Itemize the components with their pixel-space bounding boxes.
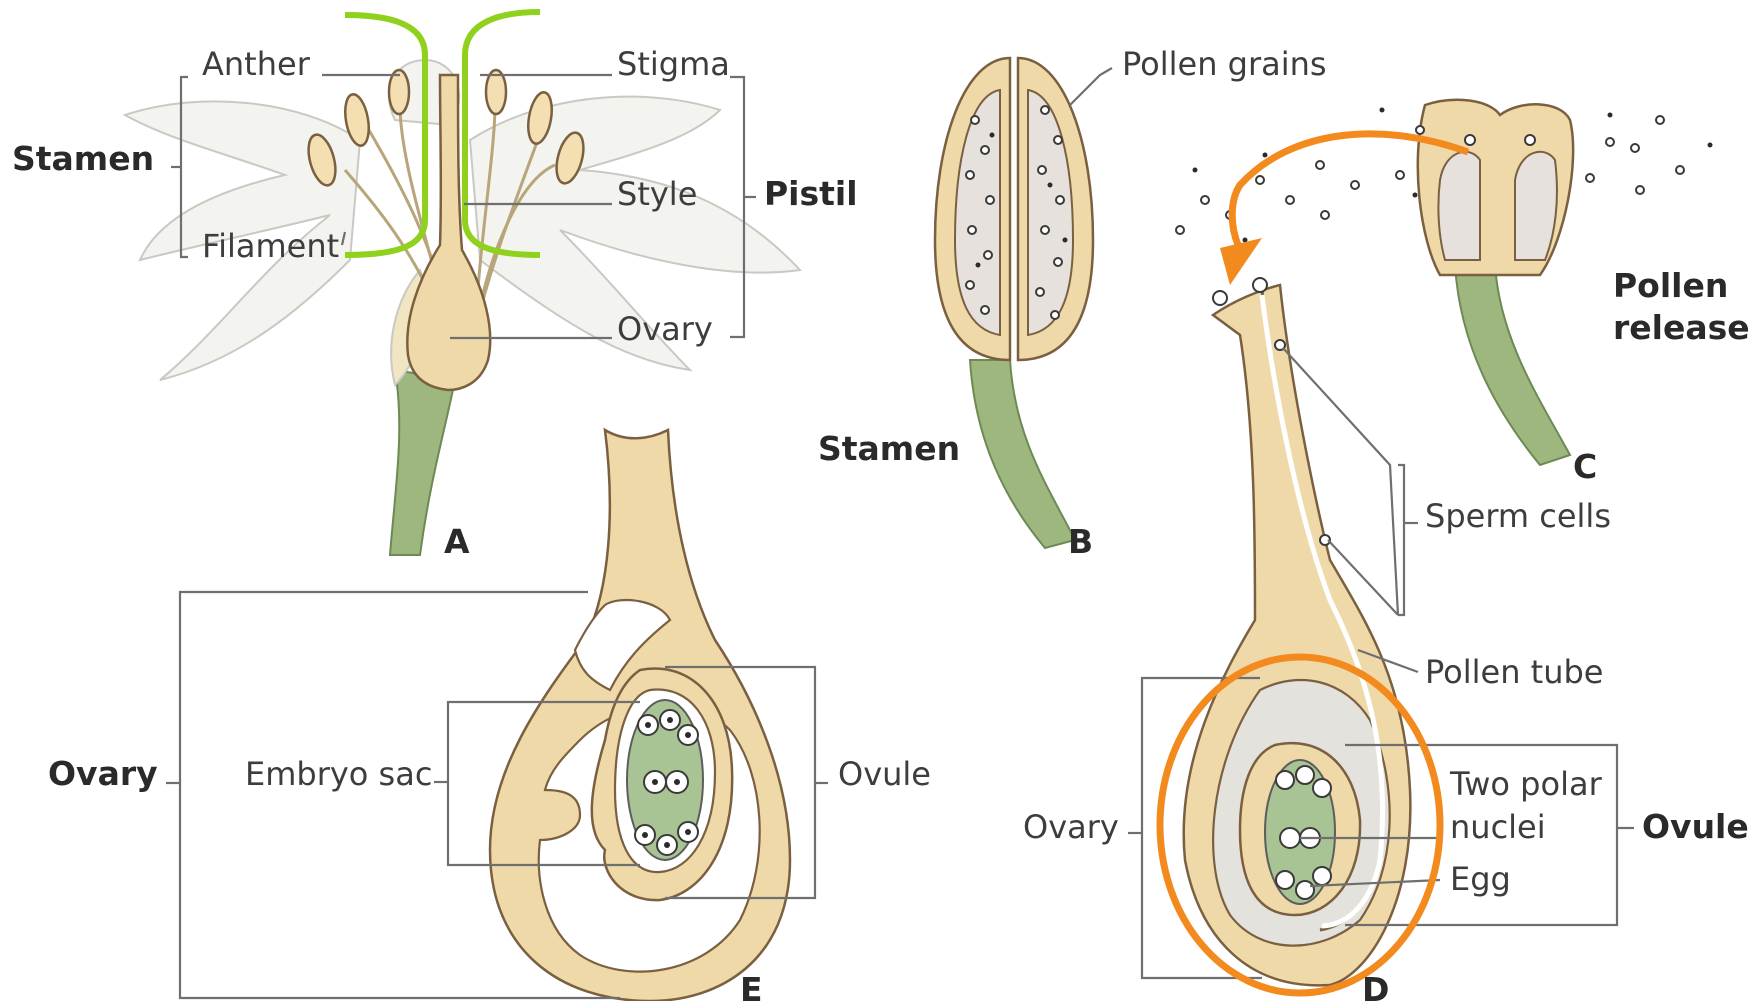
label-ovary-d: Ovary bbox=[1023, 808, 1119, 846]
label-two-polar-nuclei-line1: Two polar bbox=[1449, 765, 1603, 803]
label-ovary-e: Ovary bbox=[48, 754, 158, 793]
stamen-stem-b bbox=[970, 360, 1075, 548]
panel-a-flower: Anther Stigma Stamen Style Pistil Filame… bbox=[12, 12, 858, 561]
pollen-grain-on-stigma-1 bbox=[1213, 291, 1227, 305]
label-style: Style bbox=[617, 175, 697, 213]
pollen-grain-on-stigma-2 bbox=[1253, 278, 1267, 292]
label-sperm-cells: Sperm cells bbox=[1425, 497, 1611, 535]
label-ovule-e: Ovule bbox=[838, 755, 931, 793]
label-pollen-grains: Pollen grains bbox=[1122, 45, 1327, 83]
label-anther: Anther bbox=[202, 45, 311, 83]
stamen-stem-c bbox=[1455, 265, 1570, 465]
label-stamen-a: Stamen bbox=[12, 139, 154, 178]
label-stigma: Stigma bbox=[617, 45, 730, 83]
panel-e-ovary: Ovary Embryo sac Ovule E bbox=[48, 430, 931, 1001]
panel-letter-d: D bbox=[1362, 970, 1389, 1001]
label-stamen-b: Stamen bbox=[818, 429, 960, 468]
open-sac-right bbox=[1515, 152, 1557, 260]
panel-letter-c: C bbox=[1573, 447, 1597, 486]
label-ovary-a: Ovary bbox=[617, 310, 713, 348]
label-embryo-sac: Embryo sac bbox=[245, 755, 432, 793]
panel-letter-a: A bbox=[444, 522, 470, 561]
label-pollen-tube: Pollen tube bbox=[1425, 653, 1603, 691]
label-pollen-release-line2: release bbox=[1613, 308, 1750, 347]
label-pistil: Pistil bbox=[764, 174, 858, 213]
open-sac-left bbox=[1438, 152, 1480, 260]
label-filament: Filament bbox=[202, 227, 339, 265]
label-two-polar-nuclei-line2: nuclei bbox=[1450, 808, 1546, 846]
panel-letter-b: B bbox=[1068, 522, 1093, 561]
label-egg: Egg bbox=[1450, 860, 1511, 898]
label-ovule-d: Ovule bbox=[1642, 807, 1749, 846]
panel-d-fertilization: Sperm cells Pollen tube Two polar nuclei… bbox=[1023, 278, 1749, 1001]
panel-letter-e: E bbox=[740, 970, 763, 1001]
label-pollen-release-line1: Pollen bbox=[1613, 266, 1728, 305]
